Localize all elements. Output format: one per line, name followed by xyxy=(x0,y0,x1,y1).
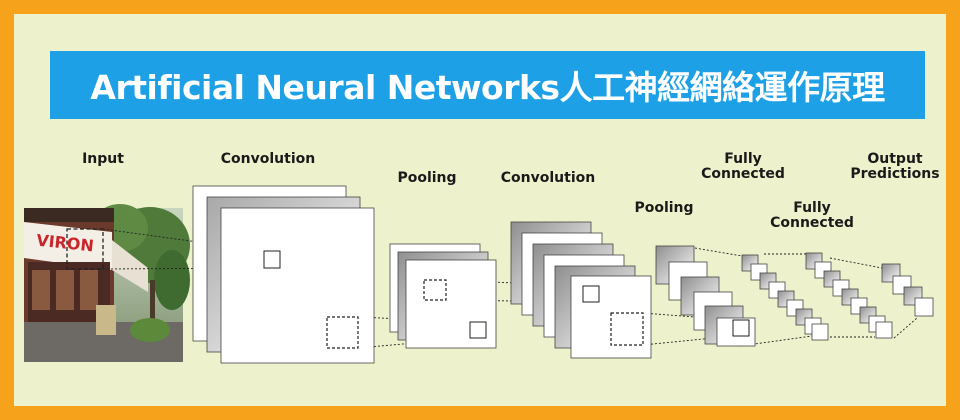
stage-label-fc1-line2: Connected xyxy=(701,166,785,182)
fc1-neurons xyxy=(741,254,829,341)
pool2-feature-maps xyxy=(655,245,756,347)
page-title: Artificial Neural Networks人工神經網絡運作原理 xyxy=(90,68,885,107)
stage-label-output-line2: Predictions xyxy=(850,166,940,182)
input-photo: VIRON xyxy=(24,204,190,362)
conv1-feature-maps xyxy=(192,185,375,364)
stage-label-conv1: Convolution xyxy=(220,151,316,167)
stage-label-pool1: Pooling xyxy=(397,170,457,186)
stage-label-output-line1: Output xyxy=(867,151,923,167)
stage-label-output: Output Predictions xyxy=(850,152,940,182)
stage-label-fc2-line1: Fully xyxy=(793,200,831,216)
stage-label-input: Input xyxy=(82,151,124,167)
conv2-feature-maps xyxy=(510,221,652,359)
stage-label-fc1-line1: Fully xyxy=(724,151,762,167)
stage-label-fc1: Fully Connected xyxy=(698,152,788,182)
stage-label-conv2: Convolution xyxy=(500,170,596,186)
output-neurons xyxy=(881,263,934,317)
fc2-neurons xyxy=(805,252,893,339)
title-banner: Artificial Neural Networks人工神經網絡運作原理 xyxy=(50,51,925,119)
stage-label-fc2-line2: Connected xyxy=(770,215,854,231)
pool1-feature-maps xyxy=(389,243,497,349)
stage-label-fc2: Fully Connected xyxy=(767,201,857,231)
stage-label-pool2: Pooling xyxy=(634,200,694,216)
